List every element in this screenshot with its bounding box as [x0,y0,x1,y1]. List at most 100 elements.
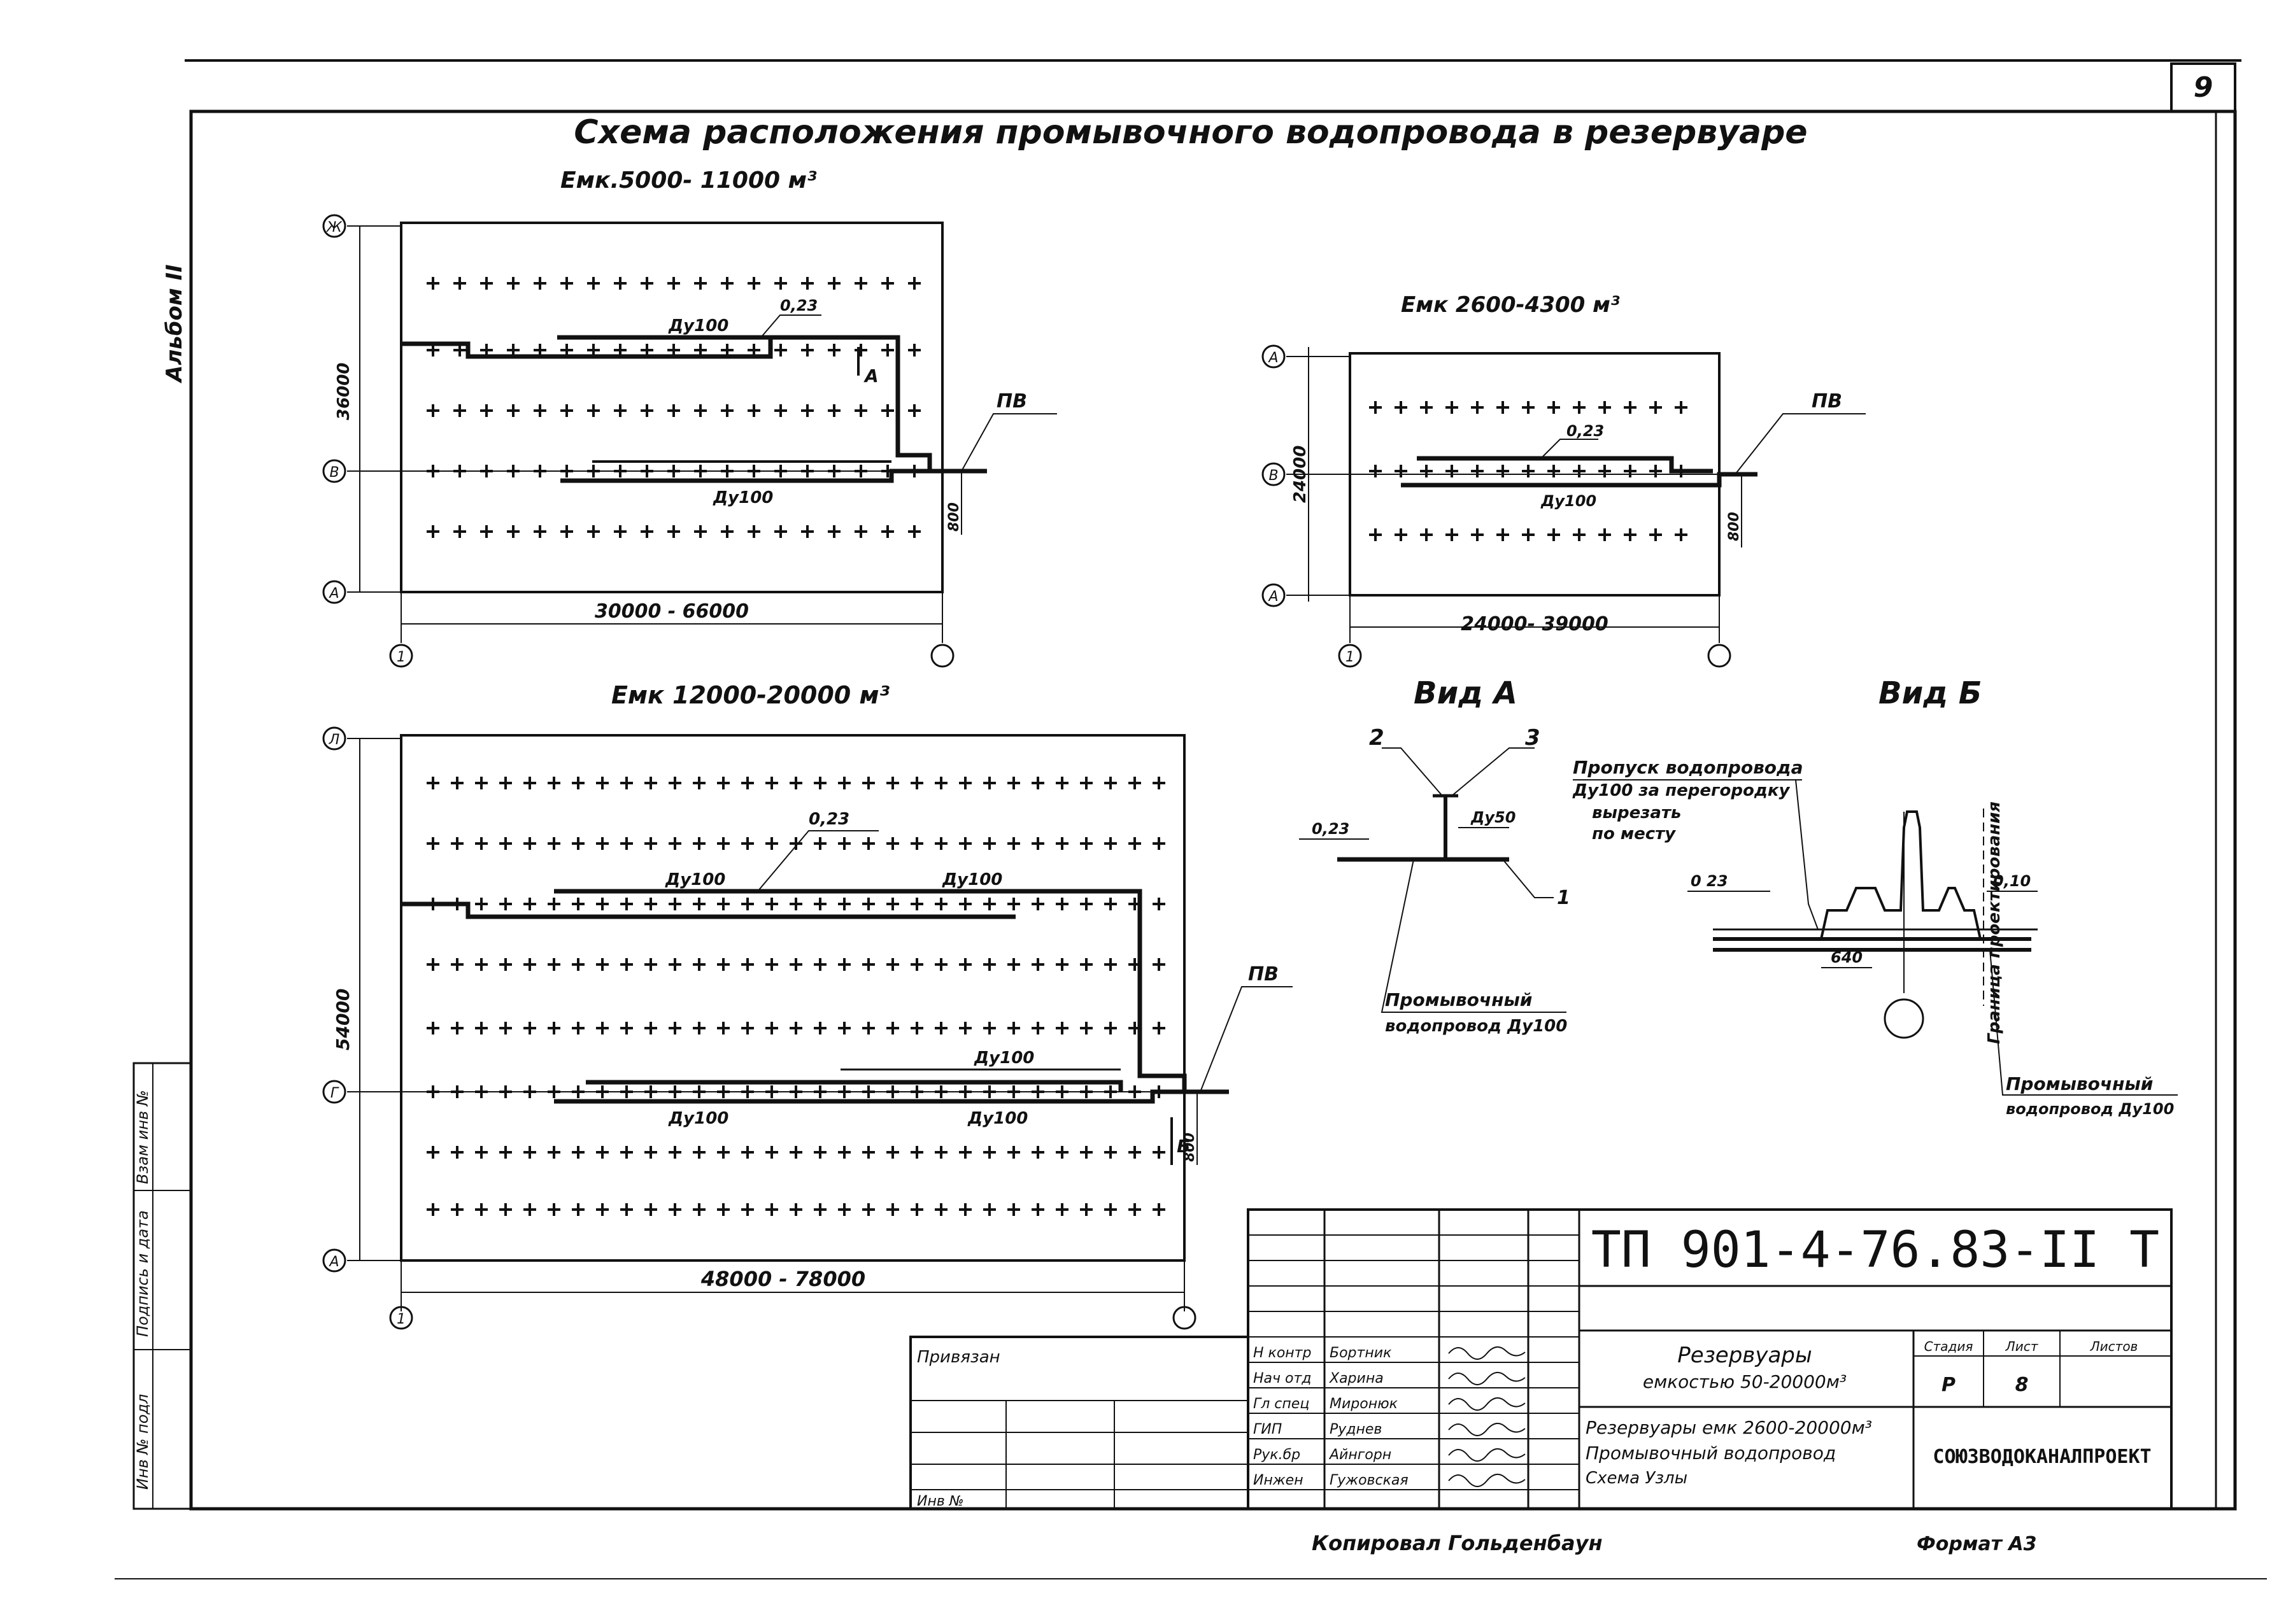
name-label: Айнгорн [1328,1447,1391,1463]
dim-800: 800 [946,502,962,532]
column-mark [790,898,802,910]
column-mark [1056,898,1068,910]
column-mark [1032,958,1044,971]
column-mark [828,525,841,538]
note-line: Промывочный [2006,1073,2153,1094]
column-mark [1471,401,1484,414]
axis-bubble [1707,644,1731,668]
column-mark [1624,465,1636,477]
column-mark [886,898,899,910]
column-mark [1598,465,1611,477]
axis-label: В [329,465,339,481]
column-mark [1104,958,1117,971]
plan-small-left-title: Емк.5000- 11000 м³ [560,167,817,194]
note-leader [1989,949,2178,1096]
column-mark [881,404,894,417]
axis-bubble [322,459,346,483]
column-mark [801,525,814,538]
column-mark [693,958,706,971]
column-mark [572,898,585,910]
pv-leader [1200,986,1293,1092]
role-label: Гл спец [1253,1396,1309,1412]
column-mark [911,1203,923,1216]
column-mark [669,1022,681,1034]
column-mark [838,777,851,789]
pv-leader [961,413,1057,472]
callout-1: 1 [1557,887,1570,909]
flush-pipe-upper [554,889,1187,1092]
column-mark [1445,465,1458,477]
column-mark [881,344,894,357]
view-mark: Б [1177,1136,1190,1157]
pv-label: ПВ [1248,963,1279,985]
column-mark [790,1146,802,1159]
note-line: водопровод Ду100 [1385,1017,1567,1036]
name-label: Гужовская [1330,1472,1409,1488]
column-mark [427,404,439,417]
column-mark [959,837,972,850]
column-mark [774,344,787,357]
column-mark [717,958,730,971]
column-mark [669,958,681,971]
flush-pipe-upper [1417,456,1713,474]
column-mark [596,898,609,910]
column-mark [475,1203,488,1216]
column-mark [693,837,706,850]
column-mark [1128,837,1141,850]
column-mark [1056,958,1068,971]
pv-label: ПВ [1812,390,1842,413]
column-mark [1104,1203,1117,1216]
column-mark [814,777,827,789]
column-mark [959,1203,972,1216]
column-mark [765,1203,778,1216]
column-mark [765,898,778,910]
column-mark [453,525,466,538]
column-mark [814,898,827,910]
pipe-label: Ду100 [668,1109,728,1128]
column-mark [935,837,948,850]
plan-large-title: Емк 12000-20000 м³ [611,681,890,709]
plan-small-right: Емк 2600-4300 м³ А В А 1 24000 24000- 39… [1261,292,1866,668]
column-mark [748,525,760,538]
column-mark [886,837,899,850]
axis-label: 1 [1345,649,1354,665]
column-mark [614,525,627,538]
column-mark [644,1203,657,1216]
column-mark [717,1146,730,1159]
level-label: 0,23 [1312,820,1349,838]
axis-bubble [1172,1306,1196,1330]
note-leader [1795,779,1819,930]
column-mark [855,525,867,538]
column-mark [499,1203,512,1216]
column-mark [693,1022,706,1034]
column-mark [1547,465,1560,477]
column-mark [572,777,585,789]
column-mark [1547,528,1560,541]
column-mark [1496,401,1509,414]
column-mark [620,1146,633,1159]
column-mark [828,344,841,357]
axis-bubble [1884,998,1924,1039]
axis-bubble [1261,344,1286,369]
column-mark [693,898,706,910]
column-mark [862,837,875,850]
column-mark [1522,465,1535,477]
note-leader [1381,859,1566,1013]
column-mark [838,1146,851,1159]
column-mark [1598,401,1611,414]
column-mark [855,404,867,417]
column-mark [1649,465,1662,477]
column-mark [862,1022,875,1034]
column-mark [499,777,512,789]
column-mark [959,898,972,910]
signature-scribble [1448,1474,1526,1487]
column-mark [523,777,536,789]
flush-pipe-lower [560,469,987,483]
column-mark [669,837,681,850]
column-mark [790,958,802,971]
column-mark [475,898,488,910]
column-mark [669,1203,681,1216]
page-number: 9 [2194,71,2213,104]
